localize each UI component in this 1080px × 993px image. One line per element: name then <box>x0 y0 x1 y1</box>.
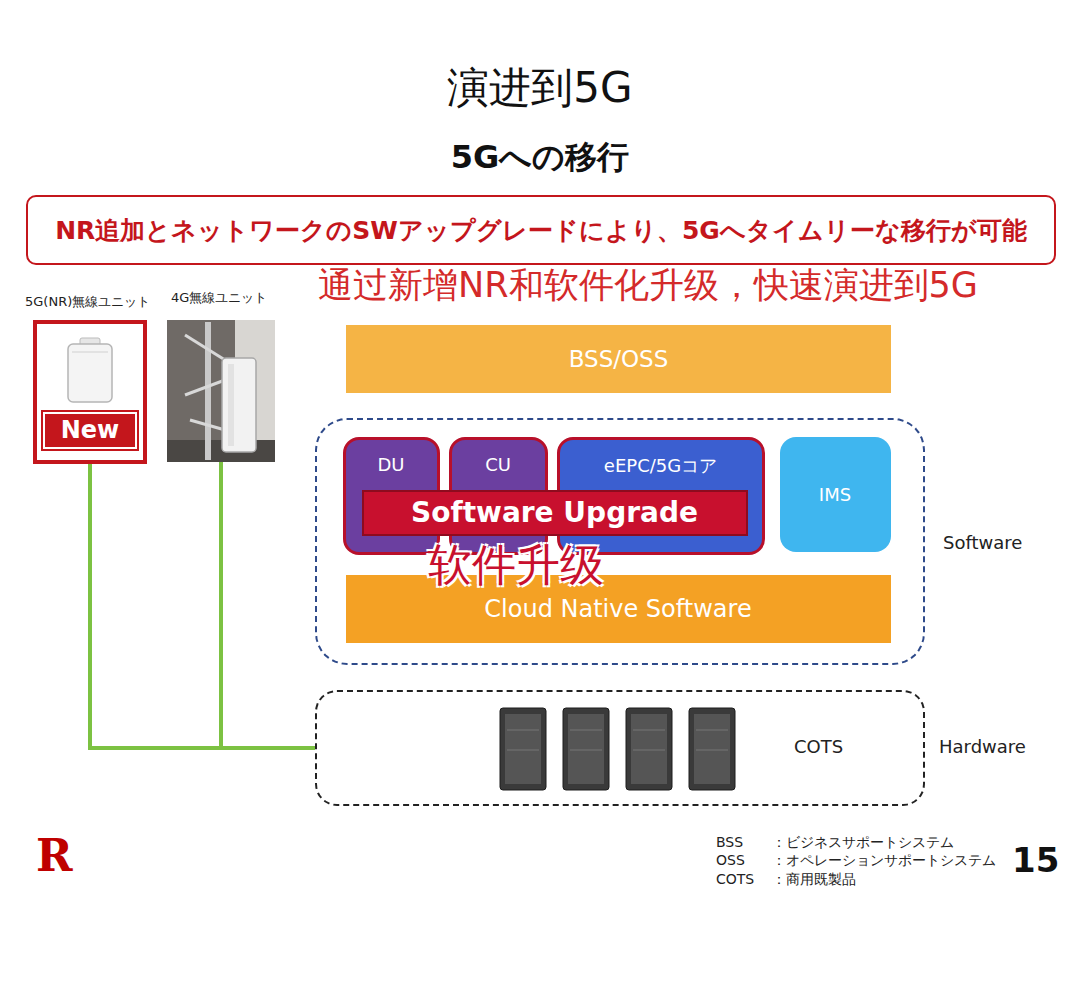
bracket <box>190 420 225 430</box>
node-text: Software Upgrade <box>411 496 698 529</box>
server-front <box>505 714 541 784</box>
text-label: ：商用既製品 <box>772 871 856 889</box>
node-text: eEPC/5Gコア <box>560 454 762 478</box>
server-front <box>631 714 667 784</box>
node-text: Cloud Native Software <box>484 595 751 623</box>
server-front <box>694 714 730 784</box>
photo-background <box>167 320 275 462</box>
node-text: COTS <box>794 736 843 757</box>
node-text: DU <box>346 454 437 475</box>
banner-box: NR追加とネットワークのSWアップグレードにより、5Gへタイムリーな移行が可能 <box>26 195 1056 265</box>
bss-oss-band: BSS/OSS <box>346 325 891 393</box>
server-slot <box>507 750 539 751</box>
device-line <box>72 352 108 353</box>
node-text: Hardware <box>939 736 1026 757</box>
text-label: ：ビジネスサポートシステム <box>772 834 954 852</box>
photo-floor <box>167 440 275 462</box>
ims-box: IMS <box>780 437 891 552</box>
hardware-container: COTSHardware <box>315 690 925 806</box>
software-container: SoftwareDUCUeEPC/5GコアIMSCloud Native Sof… <box>315 418 925 665</box>
server-slot <box>570 750 602 751</box>
server-slots <box>507 730 728 750</box>
server-slot <box>633 750 665 751</box>
radio-unit-device <box>68 344 112 402</box>
antenna <box>222 358 256 452</box>
bracket <box>185 380 225 395</box>
text-label: OSS <box>716 852 745 868</box>
text-label: COTS <box>716 871 754 887</box>
bracket <box>185 335 225 360</box>
green-link <box>90 464 315 748</box>
node-text: BSS/OSS <box>569 346 669 372</box>
node-text: CU <box>452 454 545 475</box>
node-text: IMS <box>819 484 851 505</box>
server-rack <box>500 708 735 790</box>
text-label: ：オペレーションサポートシステム <box>772 852 996 870</box>
server-slot <box>696 750 728 751</box>
text-label: 5Gへの移行 <box>0 136 1080 180</box>
node-text: Software <box>943 532 1022 553</box>
server-rack <box>563 708 609 790</box>
text-label: R <box>36 830 73 881</box>
server-rack <box>626 708 672 790</box>
green-link <box>221 462 315 748</box>
diagram-title: 演进到5G <box>0 60 1080 116</box>
cloud-native-band: Cloud Native Software <box>346 575 891 643</box>
text-label: 通过新增NR和软件化升级，快速演进到5G <box>318 262 978 309</box>
pole <box>205 322 211 460</box>
server-slot <box>696 730 728 731</box>
server-rack <box>689 708 735 790</box>
upgrade-banner: Software Upgrade <box>362 490 748 536</box>
node-text: 4G無線ユニット <box>171 289 267 307</box>
radio-unit-box: 5G(NR)無線ユニットNew <box>33 320 147 464</box>
node-text: 5G(NR)無線ユニット <box>25 293 150 311</box>
server-slot <box>633 730 665 731</box>
node-text: New <box>43 412 137 449</box>
antenna-shade <box>228 364 234 446</box>
server-slot <box>507 730 539 731</box>
server-front <box>568 714 604 784</box>
server-rack <box>500 708 546 790</box>
text-label: BSS <box>716 834 743 850</box>
radio-unit-photo: 4G無線ユニット <box>167 320 275 462</box>
node-text: NR追加とネットワークのSWアップグレードにより、5Gへタイムリーな移行が可能 <box>55 214 1027 247</box>
server-slot <box>570 730 602 731</box>
text-label: 15 <box>1012 840 1059 880</box>
